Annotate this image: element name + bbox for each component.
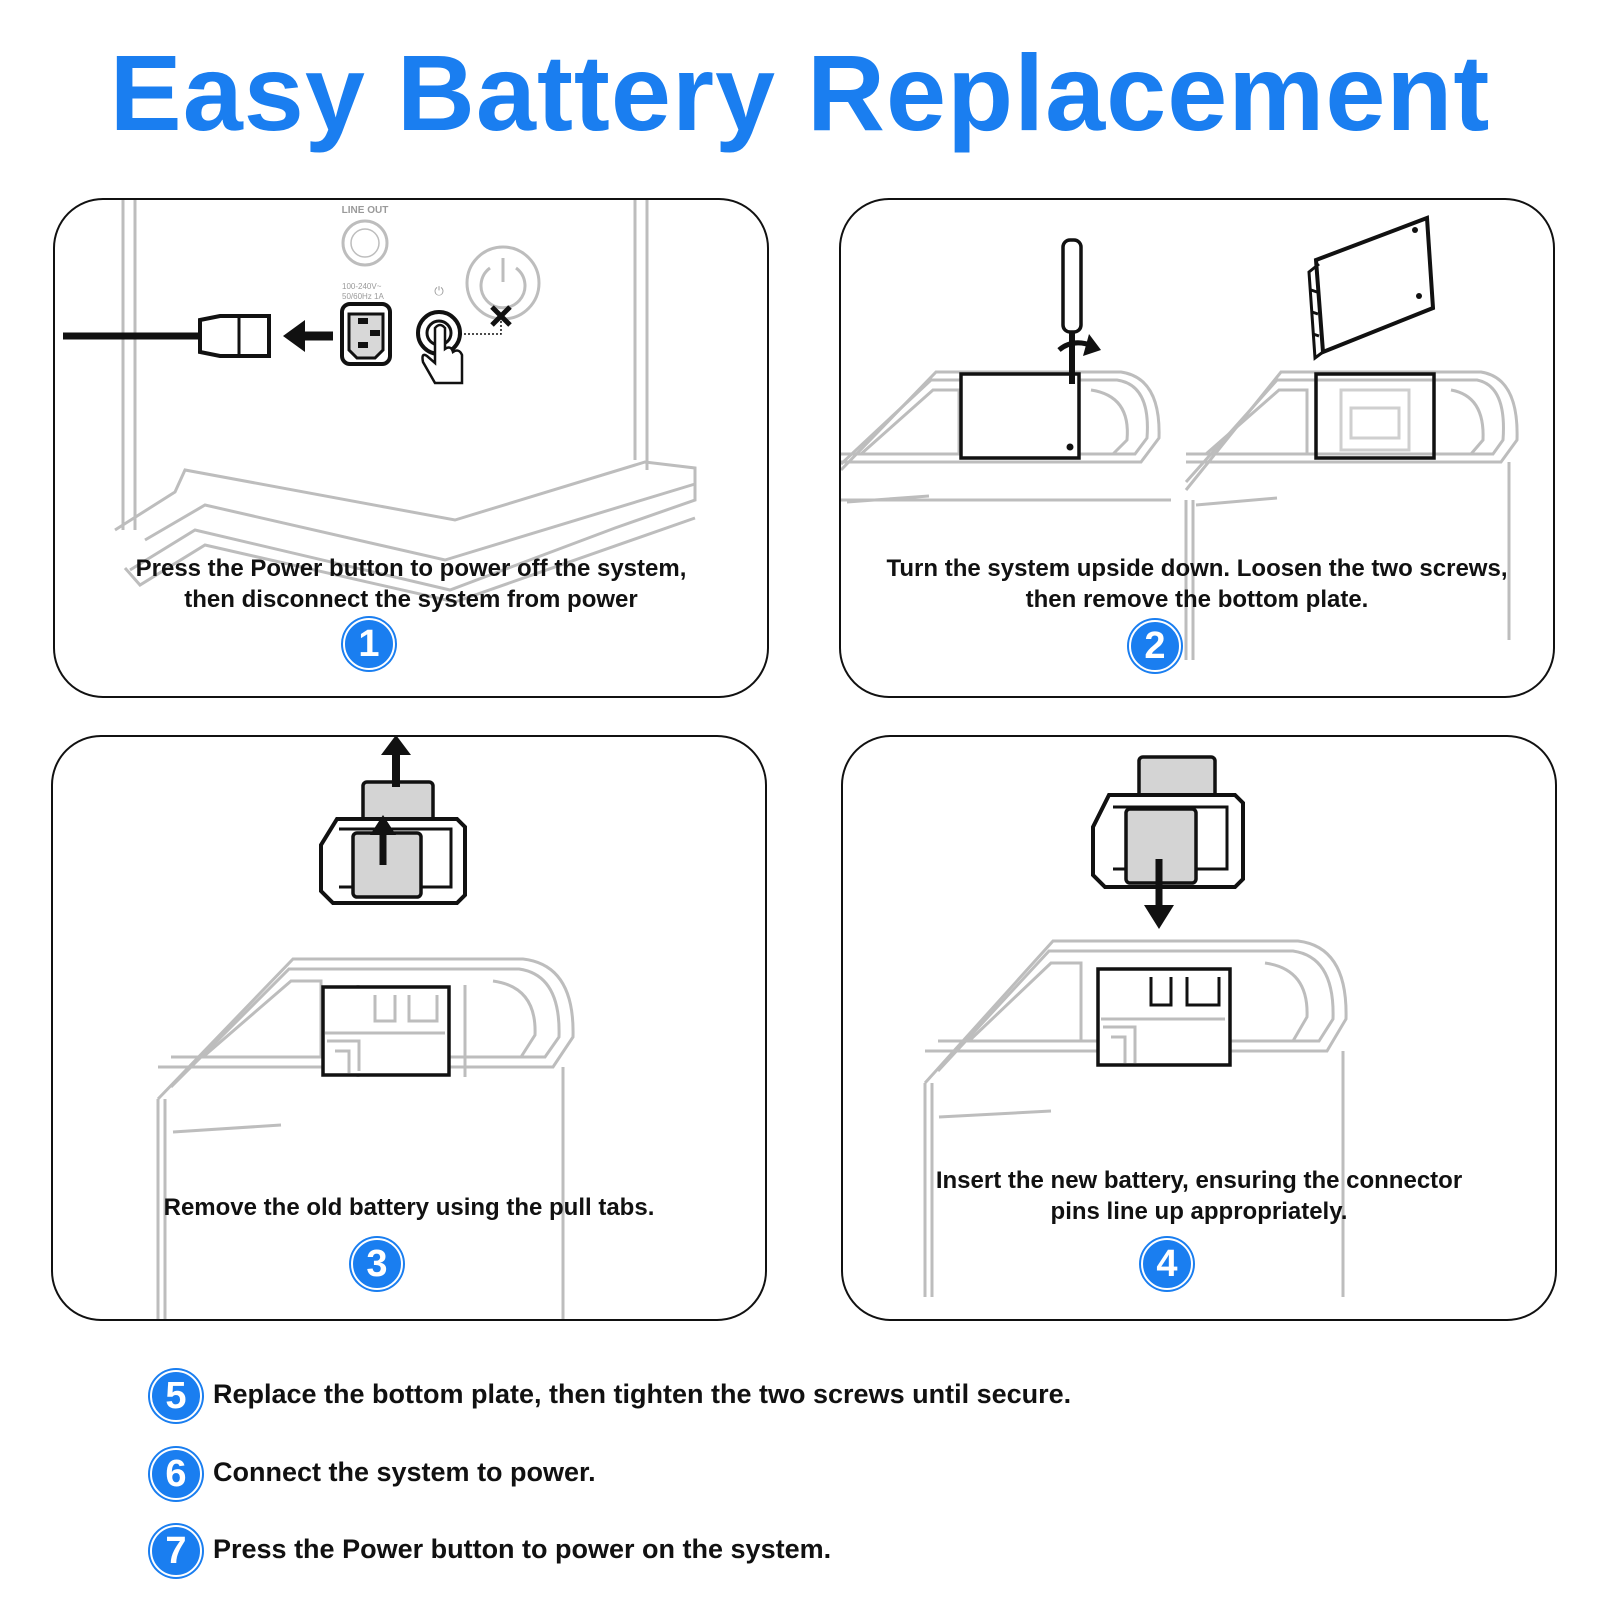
arrow-left-icon — [283, 320, 333, 352]
step-1-badge: 1 — [343, 618, 395, 670]
x-mark-icon — [490, 305, 512, 327]
step-4-badge: 4 — [1141, 1238, 1193, 1290]
step-5-text: Replace the bottom plate, then tighten t… — [213, 1379, 1072, 1409]
pointing-hand-icon — [421, 323, 464, 385]
power-cord-icon — [63, 314, 271, 358]
arrow-down-icon — [1144, 859, 1174, 929]
step-1-illustration: LINE OUT 100-240V~ 50/60Hz 1A ⏻ — [63, 200, 697, 604]
step-4-illustration — [923, 755, 1348, 1297]
rotate-arrow-icon — [1057, 334, 1101, 356]
step-4-caption-line-2: pins line up appropriately. — [1050, 1198, 1348, 1225]
step-6-badge: 6 — [150, 1448, 202, 1500]
step-2-badge: 2 — [1129, 620, 1181, 672]
voltage-label-2: 50/60Hz 1A — [342, 292, 384, 301]
step-3-panel: Remove the old battery using the pull ta… — [51, 735, 767, 1321]
step-4-caption-line-1: Insert the new battery, ensuring the con… — [935, 1167, 1463, 1194]
step-3-illustration — [156, 737, 575, 1319]
step-3-caption-line-1: Remove the old battery using the pull ta… — [163, 1194, 655, 1221]
step-1-caption-line-2: then disconnect the system from power — [184, 586, 638, 613]
step-2-caption-line-1: Turn the system upside down. Loosen the … — [886, 555, 1508, 582]
step-2-illustration — [841, 215, 1519, 660]
voltage-label-1: 100-240V~ — [342, 282, 382, 291]
step-7-badge: 7 — [150, 1525, 202, 1577]
power-socket-icon — [340, 302, 392, 366]
svg-text:⏻: ⏻ — [434, 284, 444, 298]
step-5-badge: 5 — [150, 1370, 202, 1422]
step-4-panel: Insert the new battery, ensuring the con… — [841, 735, 1557, 1321]
step-6-text: Connect the system to power. — [213, 1457, 596, 1487]
arrow-up-icon — [370, 737, 411, 865]
battery-icon — [1091, 755, 1245, 889]
page-title: Easy Battery Replacement — [109, 32, 1491, 153]
line-out-label: LINE OUT — [342, 205, 389, 216]
step-3-badge: 3 — [351, 1238, 403, 1290]
bottom-plate-icon — [1307, 215, 1436, 361]
step-2-panel: Turn the system upside down. Loosen the … — [839, 198, 1555, 698]
battery-icon — [319, 780, 467, 905]
step-1-panel: LINE OUT 100-240V~ 50/60Hz 1A ⏻ — [53, 198, 769, 698]
step-2-caption-line-2: then remove the bottom plate. — [1025, 586, 1369, 613]
screwdriver-icon — [1061, 238, 1083, 384]
step-1-caption-line-1: Press the Power button to power off the … — [135, 555, 687, 582]
step-7-text: Press the Power button to power on the s… — [213, 1534, 832, 1564]
